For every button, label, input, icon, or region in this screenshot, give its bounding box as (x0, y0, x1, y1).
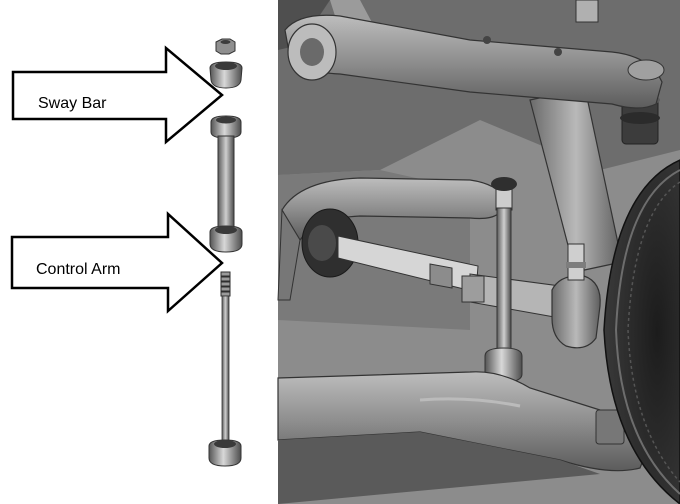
upper-control-arm (284, 0, 665, 109)
nut-icon (215, 38, 236, 55)
control-arm-label: Control Arm (36, 261, 120, 278)
bushing-icon (209, 61, 243, 89)
sway-bar-arrow (11, 45, 224, 145)
sleeve-icon (210, 115, 242, 232)
sway-bar-label: Sway Bar (38, 95, 107, 112)
bolt-icon (220, 271, 231, 443)
hardware-stack (208, 38, 243, 467)
lower-control-arm (277, 371, 649, 504)
suspension-assembly-illustration (277, 0, 680, 504)
tie-rod-end (551, 243, 601, 349)
callout-sway-bar: Sway Bar (11, 45, 224, 145)
brake-rotor (603, 159, 680, 504)
callout-control-arm: Control Arm (10, 211, 224, 314)
control-arm-arrow (10, 211, 224, 314)
bushing-icon (208, 439, 242, 467)
bushing-icon (209, 225, 243, 253)
tie-rod (301, 208, 561, 319)
